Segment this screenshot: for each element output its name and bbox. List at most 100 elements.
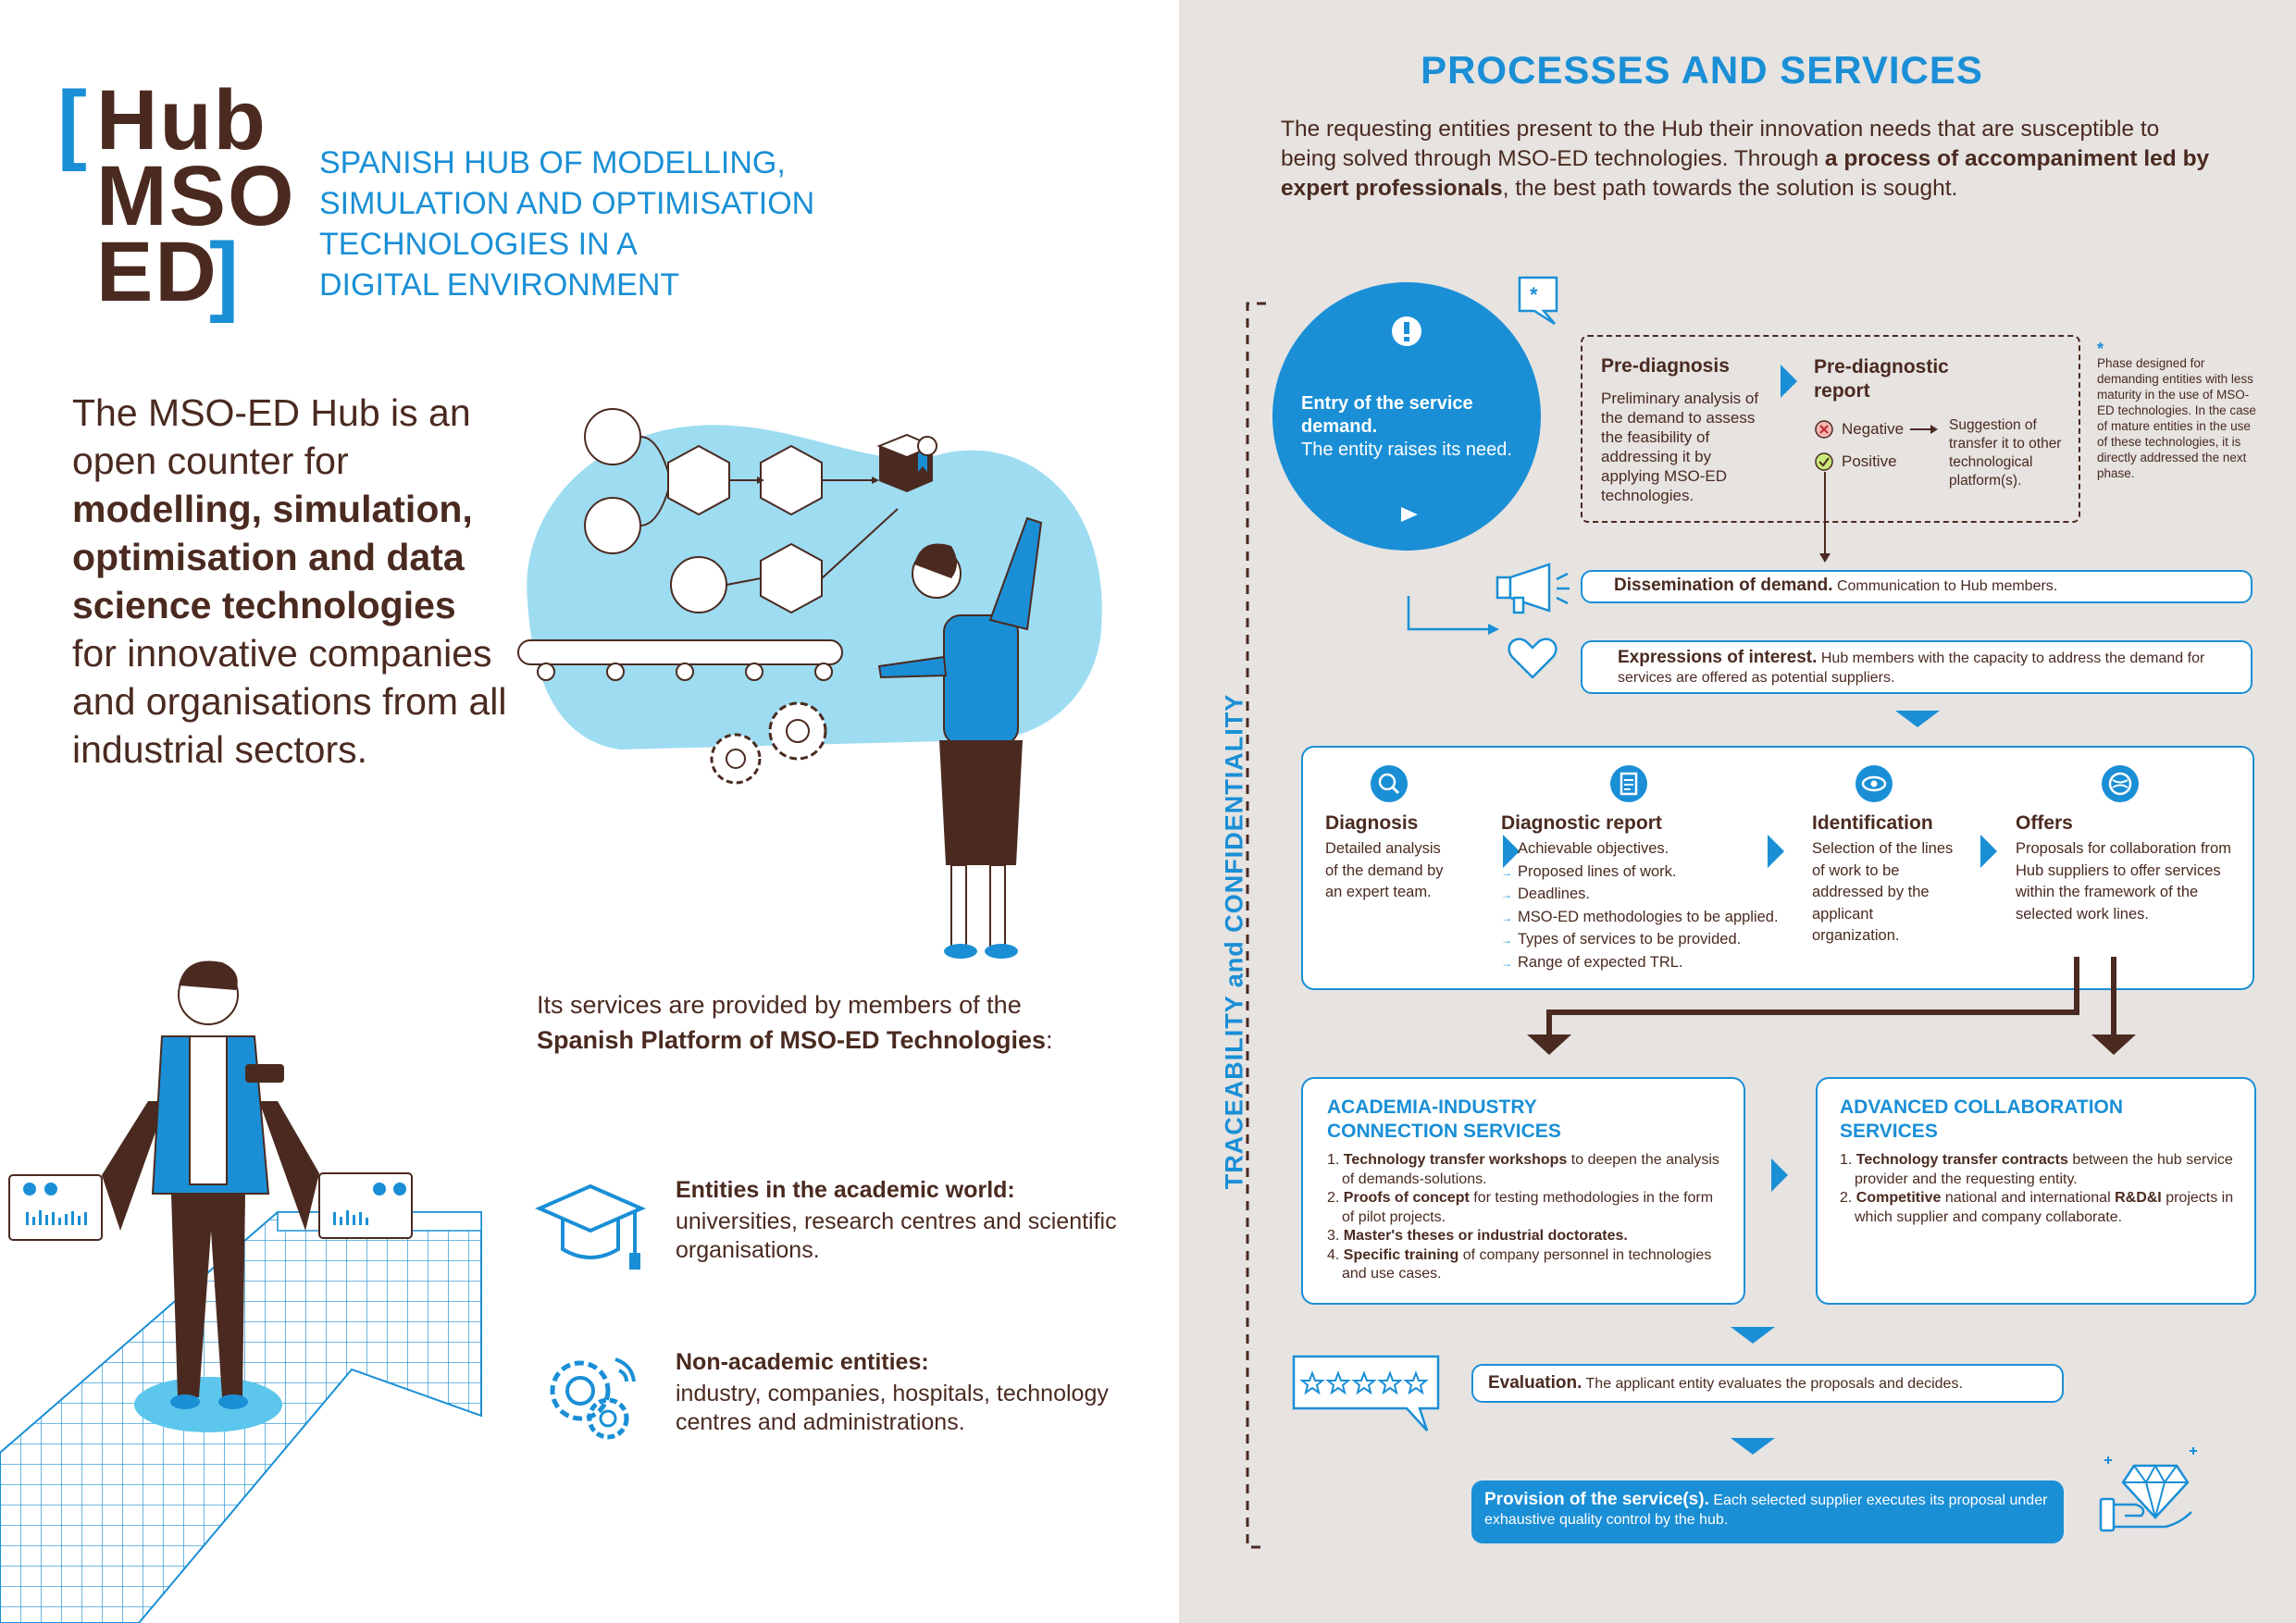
diagram-hexagon — [667, 444, 730, 516]
positive-icon — [1815, 452, 1833, 471]
negative-label: Negative — [1842, 420, 1905, 438]
diagram-hexagon — [760, 444, 823, 516]
advanced-box — [1816, 1077, 2256, 1305]
report-item: Range of expected TRL. — [1501, 952, 1806, 975]
advanced-item: 2. Competitive national and internationa… — [1840, 1189, 2238, 1227]
prediagnosis-desc: Preliminary analysis of the demand to as… — [1601, 390, 1759, 504]
academia-box — [1301, 1077, 1745, 1305]
diagram-circle — [584, 408, 641, 465]
entity-academic-title: Entities in the academic world: — [676, 1177, 1015, 1203]
note-asterisk: * — [2097, 340, 2104, 358]
step-identification-desc: Selection of the lines of work to be add… — [1812, 840, 1954, 944]
dissemination-desc: Communication to Hub members. — [1836, 578, 2058, 594]
flow-arrow — [1771, 1158, 1788, 1192]
entity-non-academic-desc: industry, companies, hospitals, technolo… — [676, 1381, 1109, 1435]
item-bold: Technology transfer contracts — [1855, 1152, 2068, 1168]
traceability-bracket — [1246, 302, 1266, 1549]
megaphone-icon — [1496, 563, 1570, 614]
play-icon — [1401, 507, 1418, 522]
item-num: 4. — [1327, 1246, 1340, 1263]
tagline-line: SIMULATION AND OPTIMISATION — [319, 186, 815, 221]
arrow-right-icon — [1910, 425, 1938, 434]
hub-logo: [ Hub MSO ED ] — [57, 73, 298, 324]
intro-bold: modelling, simulation, optimisation and … — [72, 488, 473, 626]
note-text: Phase designed for demanding entities wi… — [2097, 356, 2256, 480]
item-text: between the hub service provider and the… — [1855, 1152, 2233, 1187]
provision-title: Provision of the service(s). — [1484, 1490, 1709, 1509]
flow-arrow-down — [1895, 711, 1940, 727]
report-items: Achievable objectives. Proposed lines of… — [1501, 838, 1806, 974]
item-bold: Technology transfer workshops — [1343, 1152, 1568, 1168]
step-offers: Offers Proposals for collaboration from … — [2016, 812, 2238, 925]
hub-tagline: SPANISH HUB OF MODELLING, SIMULATION AND… — [319, 142, 838, 305]
academia-item: 3. Master's theses or industrial doctora… — [1327, 1227, 1725, 1246]
report-item: MSO-ED methodologies to be applied. — [1501, 907, 1806, 930]
badge-icon — [917, 436, 937, 456]
advanced-items: 1. Technology transfer contracts between… — [1840, 1151, 2238, 1227]
step-report-title: Diagnostic report — [1501, 812, 1662, 834]
dissemination-title: Dissemination of demand. — [1614, 576, 1833, 595]
services-intro-colon: : — [1046, 1026, 1053, 1054]
step-diagnosis: Diagnosis Detailed analysis of the deman… — [1325, 812, 1455, 904]
item-text: for testing methodologies in the form of… — [1342, 1190, 1714, 1225]
hub-intro: The MSO-ED Hub is an open counter for mo… — [72, 389, 507, 774]
tagline-line: TECHNOLOGIES IN A — [319, 227, 638, 262]
flow-arrow — [1980, 835, 1997, 868]
tagline-line: SPANISH HUB OF MODELLING, — [319, 145, 786, 180]
logo-line-1: Hub — [96, 73, 267, 167]
diamond-hand-icon — [2099, 1447, 2197, 1532]
prediagnostic-report-title: Pre-diagnostic report — [1814, 356, 1949, 402]
services-intro-text: Its services are provided by members of … — [537, 991, 1022, 1019]
rating-bubble-icon — [1292, 1355, 1440, 1431]
diagram-circle — [584, 497, 641, 554]
item-num: 1. — [1327, 1152, 1340, 1168]
item-text: projects in which supplier and company c… — [1855, 1190, 2234, 1225]
advanced-services: ADVANCED COLLABORATION SERVICES 1. Techn… — [1840, 1096, 2238, 1227]
prediagnosis-title: Pre-diagnosis — [1601, 355, 1730, 377]
negative-icon — [1815, 420, 1833, 439]
academia-title-2: CONNECTION SERVICES — [1327, 1121, 1561, 1142]
right-page: PROCESSES AND SERVICES The requesting en… — [1179, 0, 2296, 1623]
item-text: to deepen the analysis of demands-soluti… — [1342, 1152, 1719, 1187]
services-intro: Its services are provided by members of … — [537, 987, 1111, 1058]
positive-label: Positive — [1842, 452, 1897, 470]
entry-desc: The entity raises its need. — [1301, 440, 1512, 460]
processes-intro: The requesting entities present to the H… — [1281, 115, 2215, 204]
report-item: Deadlines. — [1501, 884, 1806, 907]
item-num: 3. — [1327, 1228, 1340, 1244]
item-num: 2. — [1840, 1190, 1853, 1206]
prediagnosis-box — [1581, 335, 2080, 523]
item-text: national and international — [1941, 1190, 2116, 1206]
processes-title: PROCESSES AND SERVICES — [1421, 48, 1983, 92]
evaluation-desc: The applicant entity evaluates the propo… — [1585, 1376, 1963, 1392]
logo-close-bracket: ] — [209, 225, 239, 324]
process-illustration — [517, 408, 1102, 959]
report-item: Types of services to be provided. — [1501, 929, 1806, 952]
tagline-line: DIGITAL ENVIRONMENT — [319, 267, 680, 303]
item-bold: R&D&I — [2115, 1190, 2162, 1206]
phase-note: * Phase designed for demanding entities … — [2097, 340, 2264, 481]
item-num: 1. — [1840, 1152, 1853, 1168]
entity-non-academic: Non-academic entities: industry, compani… — [676, 1349, 1157, 1437]
left-page: [ Hub MSO ED ] SPANISH HUB OF MODELLING,… — [0, 73, 1157, 1623]
processes-intro-end: , the best path towards the solution is … — [1502, 176, 1958, 201]
flow-arrow-down — [1731, 1438, 1775, 1455]
processes-intro-text: The requesting entities present to the H… — [1281, 117, 2160, 171]
svg-text:*: * — [1530, 283, 1538, 306]
prediagnostic-report: Pre-diagnostic report — [1814, 355, 2082, 403]
step-offers-title: Offers — [2016, 812, 2073, 834]
interest-desc: Hub members with the capacity to address… — [1618, 650, 2205, 686]
gears-icon — [550, 1357, 636, 1440]
graduation-cap-icon — [535, 1183, 646, 1270]
interest-title: Expressions of interest. — [1618, 648, 1818, 667]
entry-text: Entry of the service demand. The entity … — [1301, 392, 1542, 462]
woman-figure — [877, 516, 1043, 959]
spotlight — [134, 1377, 282, 1432]
item-num: 2. — [1327, 1190, 1340, 1206]
diagram-circle — [670, 556, 727, 613]
entry-circle — [1272, 282, 1541, 551]
report-icon — [1610, 765, 1647, 802]
entry-title: Entry of the service demand. — [1301, 393, 1473, 437]
entity-academic: Entities in the academic world: universi… — [676, 1177, 1120, 1265]
academia-item: 2. Proofs of concept for testing methodo… — [1327, 1189, 1725, 1227]
